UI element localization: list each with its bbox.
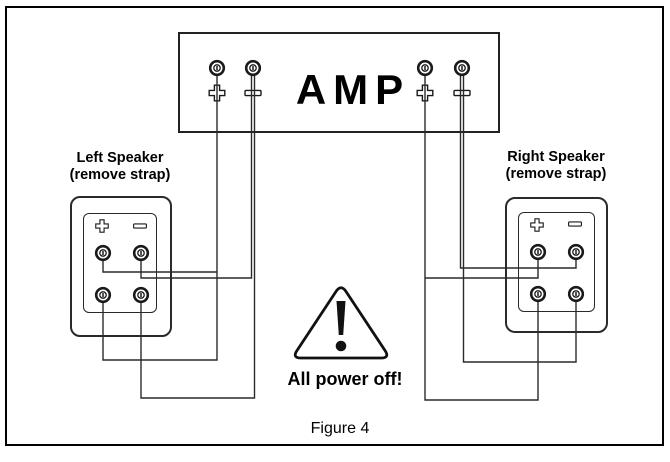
left-speaker-title: Left Speaker bbox=[76, 150, 164, 166]
left-speaker-subtitle: (remove strap) bbox=[69, 166, 171, 183]
diagram-border bbox=[5, 6, 664, 446]
right-speaker-title: Right Speaker bbox=[507, 149, 605, 165]
left-speaker-terminal-panel bbox=[83, 213, 157, 313]
right-speaker-terminal-panel bbox=[518, 212, 595, 312]
right-speaker-subtitle: (remove strap) bbox=[505, 165, 607, 182]
left-speaker-label: Left Speaker (remove strap) bbox=[40, 150, 200, 183]
right-speaker-label: Right Speaker (remove strap) bbox=[476, 149, 636, 182]
amp-label: AMP bbox=[295, 66, 411, 113]
warning-text: All power off! bbox=[287, 369, 403, 389]
figure-caption: Figure 4 bbox=[310, 420, 370, 437]
